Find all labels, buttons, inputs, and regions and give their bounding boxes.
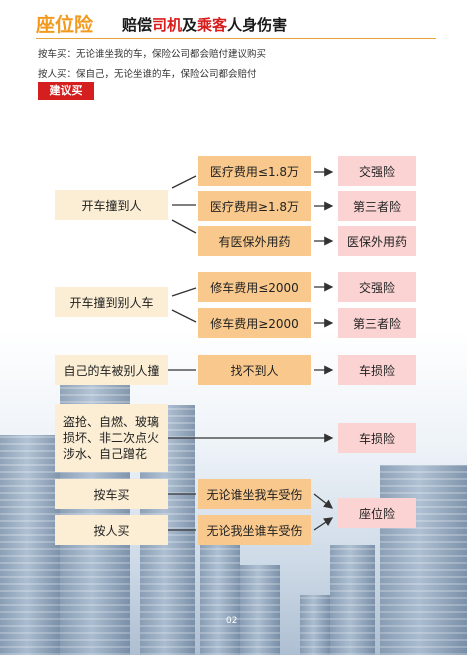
result-vehicle-damage-2: 车损险 <box>338 423 416 453</box>
scene-hit-person: 开车撞到人 <box>55 190 168 220</box>
brand-title: 座位险 <box>36 14 94 36</box>
scene-car-hit-by-others: 自己的车被别人撞 <box>55 355 168 385</box>
result-non-insured-drugs: 医保外用药 <box>338 226 416 256</box>
condition-me-in-any-car: 无论我坐谁车受伤 <box>198 515 311 545</box>
condition-anyone-in-my-car: 无论谁坐我车受伤 <box>198 479 311 509</box>
result-vehicle-damage-1: 车损险 <box>338 355 416 385</box>
condition-medical-low: 医疗费用≤1.8万 <box>198 156 311 186</box>
suggest-badge: 建议买 <box>38 82 94 100</box>
header: 座位险 赔偿司机及乘客人身伤害 <box>36 8 436 39</box>
tagline: 赔偿司机及乘客人身伤害 <box>122 16 288 34</box>
scene-hit-car: 开车撞到别人车 <box>55 287 168 317</box>
condition-repair-low: 修车费用≤2000 <box>198 272 311 302</box>
result-seat-insurance: 座位险 <box>338 498 416 528</box>
condition-non-insured-drugs: 有医保外用药 <box>198 226 311 256</box>
condition-no-one-found: 找不到人 <box>198 355 311 385</box>
desc-by-person: 按人买：保自己，无论坐谁的车，保险公司都会赔付 <box>38 69 257 80</box>
result-compulsory-2: 交强险 <box>338 272 416 302</box>
scene-buy-by-person: 按人买 <box>55 515 168 545</box>
condition-repair-high: 修车费用≥2000 <box>198 308 311 338</box>
result-third-party-1: 第三者险 <box>338 191 416 221</box>
result-third-party-2: 第三者险 <box>338 308 416 338</box>
desc-by-car: 按车买：无论谁坐我的车，保险公司都会赔付建议购买 <box>38 49 267 60</box>
scene-theft-fire-glass: 盗抢、自燃、玻璃损坏、非二次点火涉水、自己蹭花 <box>55 404 168 472</box>
page-number: 02 <box>226 616 238 626</box>
result-compulsory-1: 交强险 <box>338 156 416 186</box>
condition-medical-high: 医疗费用≥1.8万 <box>198 191 311 221</box>
scene-buy-by-car: 按车买 <box>55 479 168 509</box>
